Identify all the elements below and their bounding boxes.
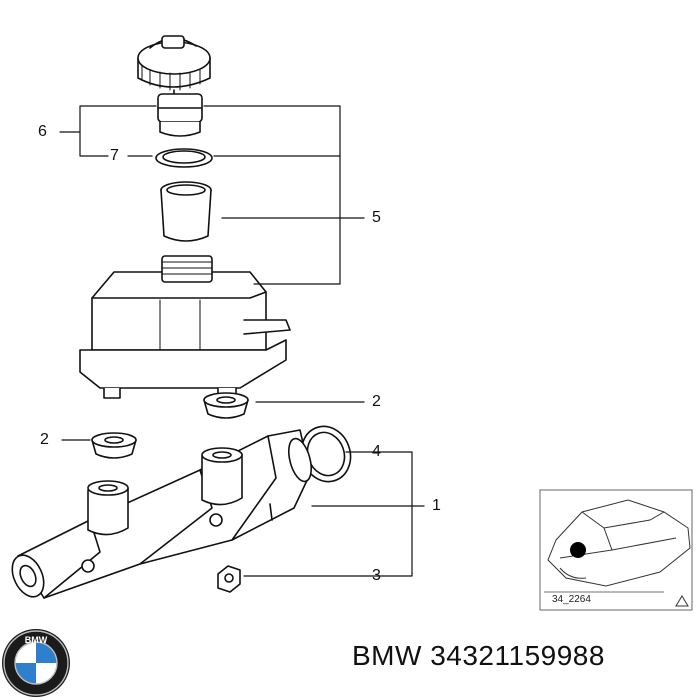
inset-thumbnail bbox=[539, 489, 693, 611]
inset-diagram-code: 34_2264 bbox=[552, 594, 591, 605]
callout-6: 6 bbox=[38, 123, 47, 140]
reservoir-cap bbox=[137, 35, 211, 101]
part-number-title: BMW 34321159988 bbox=[352, 640, 605, 671]
o-ring bbox=[300, 425, 352, 483]
callout-2-left: 2 bbox=[40, 431, 49, 448]
callout-4: 4 bbox=[372, 443, 381, 460]
nut bbox=[217, 565, 241, 593]
seal-ring bbox=[155, 148, 213, 168]
callout-1: 1 bbox=[432, 497, 441, 514]
callout-2-right: 2 bbox=[372, 393, 381, 410]
callout-7: 7 bbox=[110, 147, 119, 164]
location-marker bbox=[570, 542, 586, 558]
svg-text:BMW: BMW bbox=[25, 635, 48, 645]
filter-sleeve bbox=[160, 181, 212, 242]
cap-strainer bbox=[157, 93, 203, 137]
callout-3: 3 bbox=[372, 567, 381, 584]
master-cylinder-body bbox=[11, 429, 313, 599]
grommet-right bbox=[203, 392, 249, 419]
bmw-logo: BMW bbox=[2, 629, 70, 697]
fluid-reservoir bbox=[79, 255, 291, 399]
leader-lines bbox=[59, 105, 425, 577]
callout-5: 5 bbox=[372, 209, 381, 226]
warning-triangle-icon bbox=[675, 595, 689, 607]
grommet-left bbox=[91, 432, 137, 459]
